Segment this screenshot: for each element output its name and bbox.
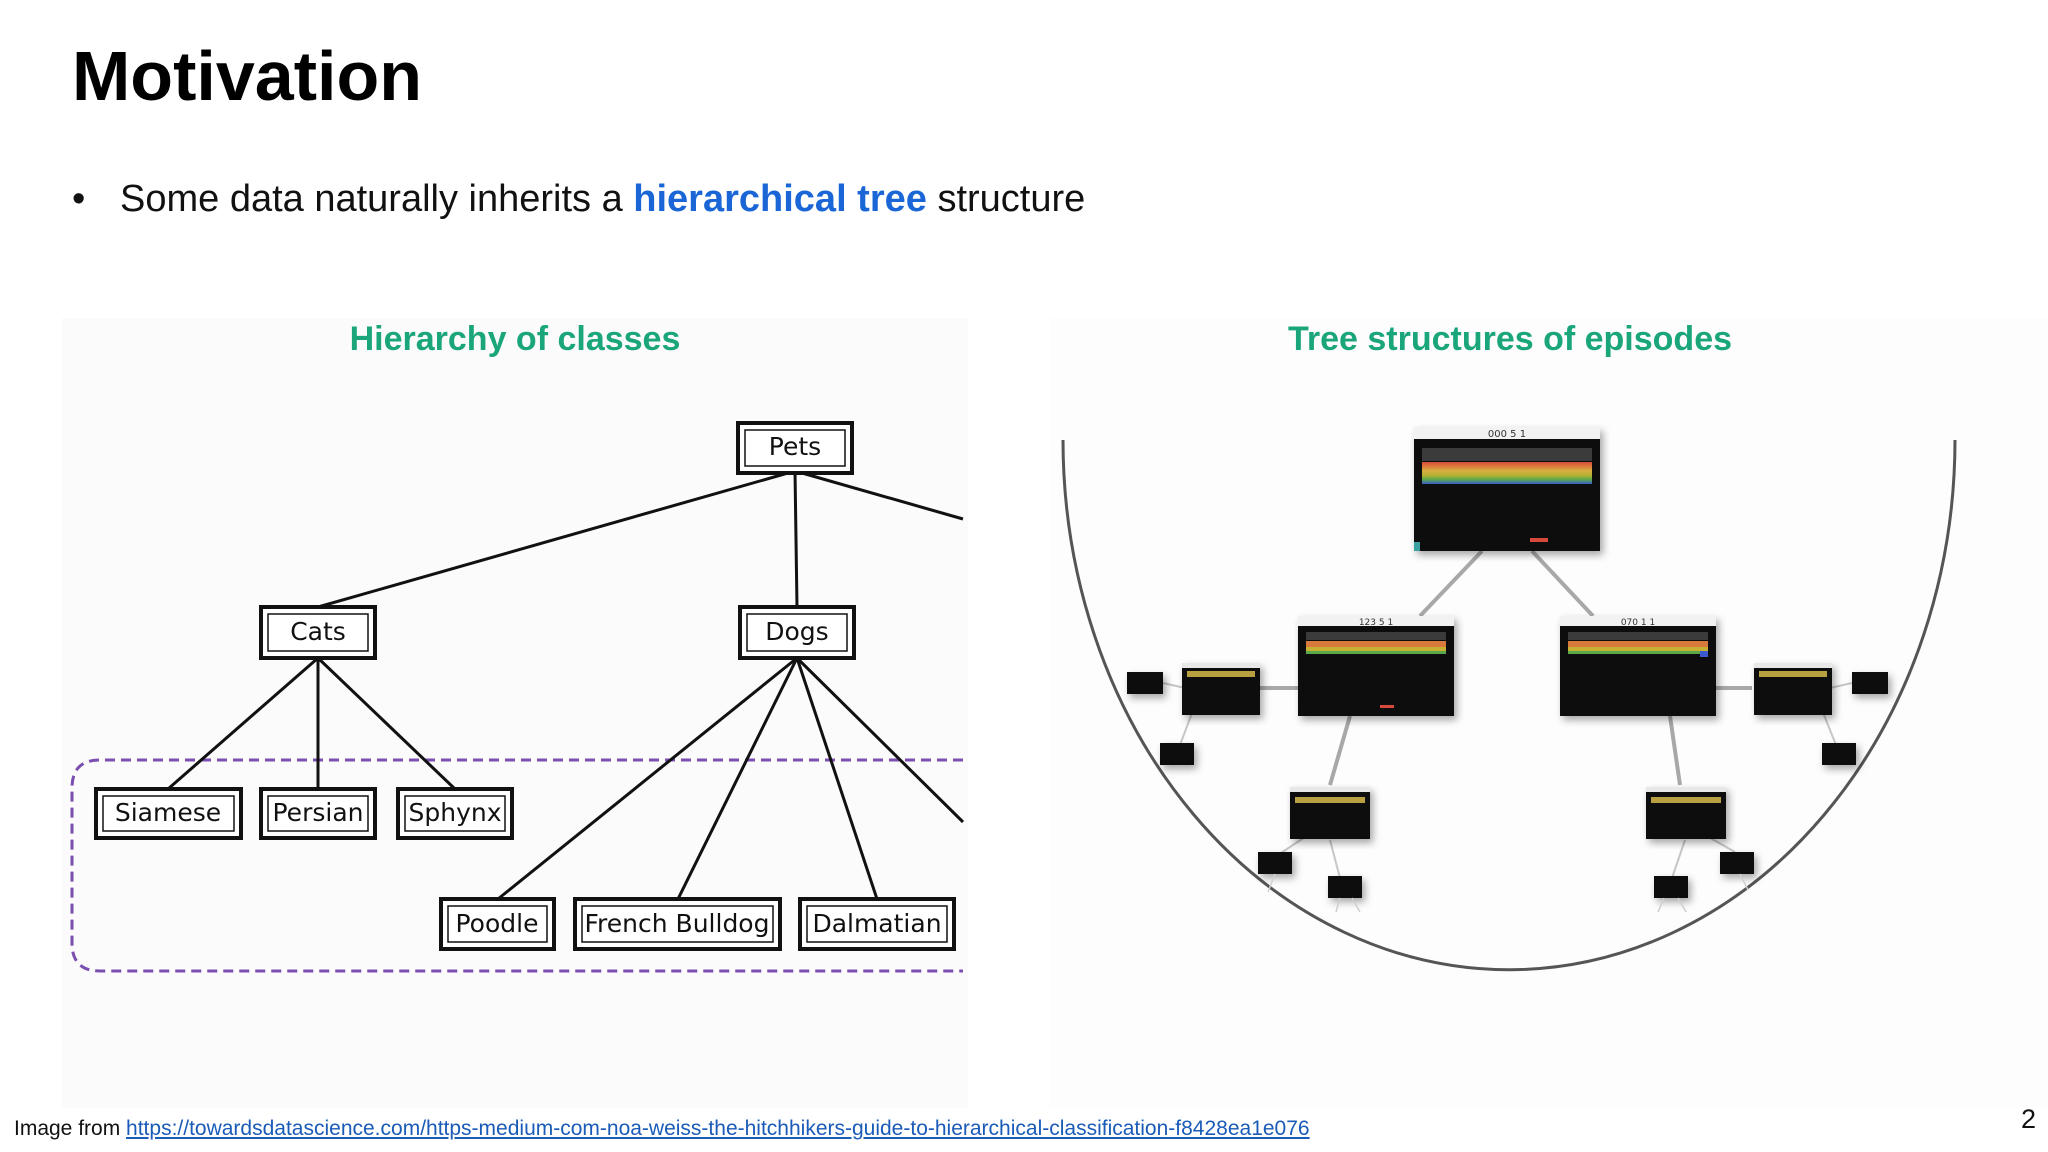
tree-node-label: Sphynx [408,798,501,827]
episode-tree-title: Tree structures of episodes [1287,320,1733,358]
bullet-text-post: structure [926,178,1086,220]
bullet-marker: • [72,178,86,220]
episode-frame-small [1290,787,1370,839]
episode-frame-small [1182,663,1260,715]
episode-frame-left: 123 5 1 [1298,616,1454,716]
tree-node-french-bulldog: French Bulldog [573,897,782,951]
tree-node-poodle: Poodle [439,897,556,951]
tree-node-label: Cats [290,617,346,646]
episode-score: 070 1 1 [1621,618,1655,628]
bullet-point: • Some data naturally inherits a hierarch… [72,178,1085,221]
source-prefix: Image from [14,1117,127,1140]
tree-node-label: Siamese [115,798,221,827]
bullet-highlight: hierarchical tree [633,178,927,220]
source-link[interactable]: https://towardsdatascience.com/https-med… [126,1117,1310,1140]
tree-node-label: Poodle [456,909,539,938]
episode-score: 123 5 1 [1359,618,1393,628]
tree-node-label: Persian [273,798,364,827]
episode-frame-small [1754,663,1832,715]
tree-node-persian: Persian [259,787,377,840]
image-source: Image from https://towardsdatascience.co… [14,1117,1310,1141]
tree-node-siamese: Siamese [94,787,243,840]
tree-node-label: French Bulldog [585,909,770,938]
tree-node-label: Dalmatian [812,909,941,938]
tree-node-cats: Cats [259,605,377,660]
slide-title: Motivation [72,37,422,115]
episode-frame-right: 070 1 1 [1560,616,1716,716]
tree-node-label: Pets [769,432,821,461]
episode-score: 000 5 1 [1488,429,1526,440]
page-number: 2 [2020,1104,2036,1134]
tree-node-dalmatian: Dalmatian [798,897,956,951]
tree-node-label: Dogs [765,617,828,646]
leaf-group-outline [70,758,963,973]
tree-node-dogs: Dogs [738,605,856,660]
bullet-text-pre: Some data naturally inherits a [120,178,634,220]
tree-node-pets: Pets [736,421,854,475]
episode-tree-boundary [1061,439,1957,972]
episode-frame-root: 000 5 1 [1414,427,1600,551]
episode-frame-small [1646,787,1726,839]
episode-frame-tiny [1127,672,1888,898]
class-hierarchy-title: Hierarchy of classes [349,320,681,358]
tree-node-sphynx: Sphynx [396,787,514,840]
